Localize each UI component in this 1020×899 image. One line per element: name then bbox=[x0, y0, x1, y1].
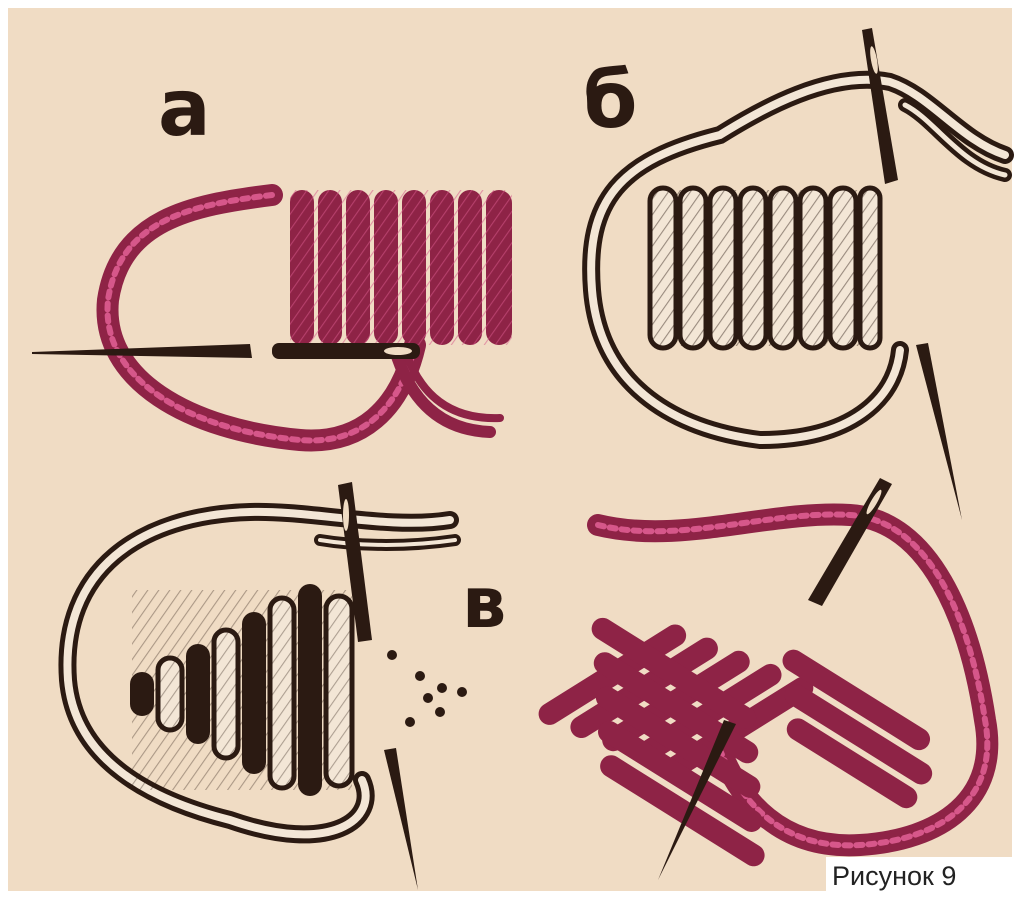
satin-stitch-icon bbox=[130, 584, 352, 796]
needle-icon bbox=[862, 28, 898, 184]
needle-icon bbox=[384, 748, 418, 890]
panel-label-a: а bbox=[158, 70, 211, 148]
stitch-dots bbox=[387, 650, 467, 727]
satin-stitch-icon bbox=[290, 190, 512, 345]
figure-caption: Рисунок 9 bbox=[826, 857, 1012, 895]
panel-label-v: в bbox=[462, 568, 506, 638]
panel-v-right-satin-stitch bbox=[528, 478, 987, 880]
panel-label-b: б bbox=[583, 62, 637, 140]
needle-icon bbox=[32, 343, 420, 359]
panel-b-satin-stitch bbox=[591, 28, 1005, 520]
needle-icon bbox=[808, 478, 892, 606]
panel-a-satin-stitch bbox=[32, 190, 512, 440]
satin-stitch-icon bbox=[650, 188, 880, 348]
needle-icon bbox=[916, 343, 962, 520]
panel-v-left-satin-stitch bbox=[67, 482, 467, 890]
satin-stitch-icon bbox=[528, 578, 951, 871]
